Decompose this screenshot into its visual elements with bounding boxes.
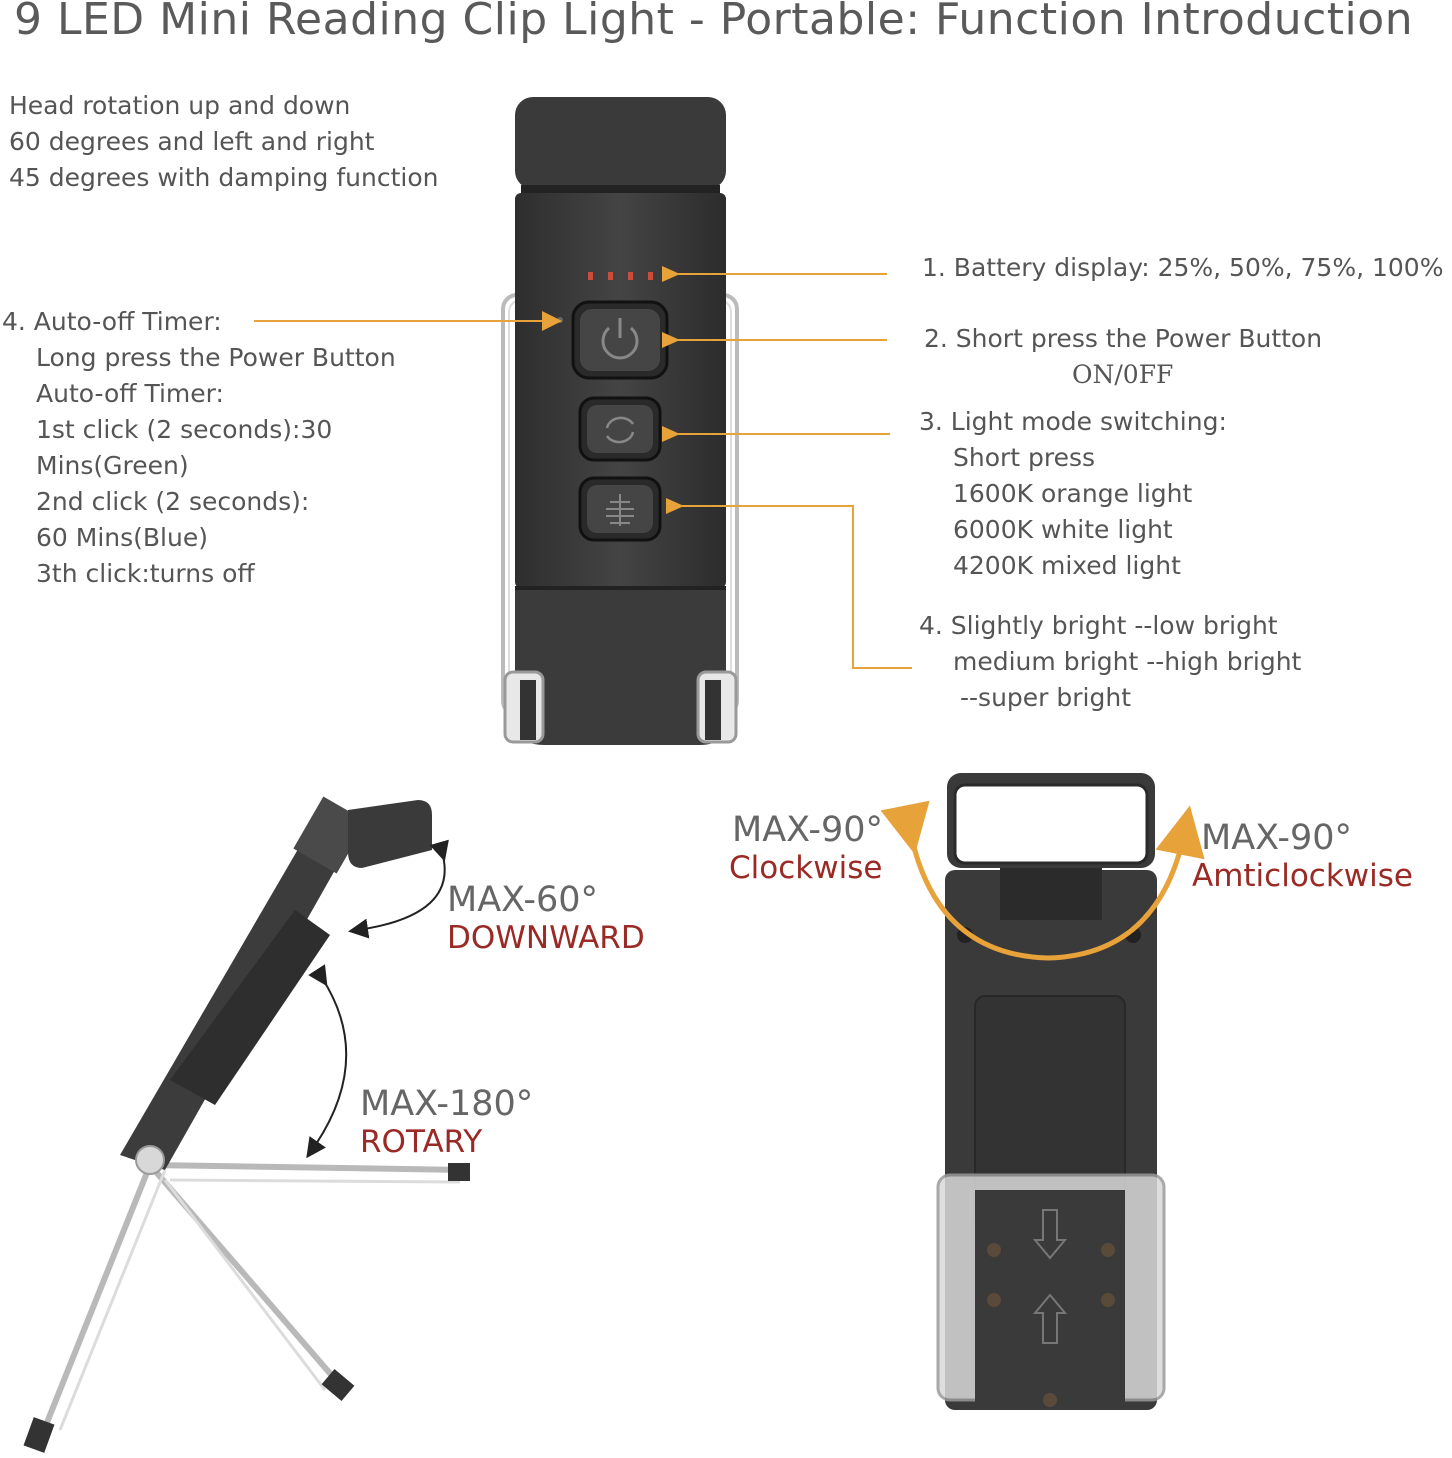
rotary-caption: ROTARY <box>360 1124 483 1160</box>
brightness-text: 4. Slightly bright --low bright medium b… <box>919 608 1301 716</box>
page-title: 9 LED Mini Reading Clip Light - Portable… <box>14 0 1414 45</box>
anticlockwise-caption: Amticlockwise <box>1192 858 1413 894</box>
downward-caption: DOWNWARD <box>447 920 645 956</box>
brightness-icon <box>578 476 662 542</box>
rotary-max: MAX-180° <box>360 1084 534 1124</box>
rotation-arrows <box>306 839 449 1159</box>
mode-line: Short press <box>953 443 1096 472</box>
head-rotation-line: 45 degrees with damping function <box>9 163 439 192</box>
device-side-view <box>23 796 470 1453</box>
timer-line: 3th click:turns off <box>36 559 255 588</box>
mode-line: 6000K white light <box>953 515 1173 544</box>
clockwise-label: MAX-90° Clockwise <box>729 810 883 886</box>
timer-title: 4. Auto-off Timer: <box>2 307 222 336</box>
timer-line: Long press the Power Button <box>36 343 396 372</box>
timer-line: 1st click (2 seconds):30 <box>36 415 333 444</box>
timer-line: 60 Mins(Blue) <box>36 523 208 552</box>
mode-switch-icon <box>578 396 662 462</box>
auto-off-timer-text: 4. Auto-off Timer: Long press the Power … <box>2 304 396 592</box>
anticlockwise-label: MAX-90° Amticlockwise <box>1192 818 1413 894</box>
device-front-view <box>501 97 739 745</box>
timer-line: 2nd click (2 seconds): <box>36 487 310 516</box>
power-button-text: 2. Short press the Power Button ON/0FF <box>924 321 1322 393</box>
downward-max: MAX-60° <box>447 880 599 920</box>
mode-title: 3. Light mode switching: <box>919 407 1227 436</box>
mode-line: 4200K mixed light <box>953 551 1181 580</box>
rotation-arc <box>880 800 1205 961</box>
head-rotation-line: Head rotation up and down <box>9 91 351 120</box>
brightness-line1: 4. Slightly bright --low bright <box>919 611 1278 640</box>
power-line2: ON/0FF <box>1072 360 1174 389</box>
power-line1: 2. Short press the Power Button <box>924 324 1323 353</box>
timer-line: Mins(Green) <box>36 451 189 480</box>
clockwise-caption: Clockwise <box>729 850 883 886</box>
clockwise-max: MAX-90° <box>732 810 884 850</box>
head-rotation-text: Head rotation up and down 60 degrees and… <box>9 88 438 196</box>
leader-lines <box>254 266 912 669</box>
light-mode-text: 3. Light mode switching: Short press 160… <box>919 404 1227 584</box>
head-rotation-line: 60 degrees and left and right <box>9 127 375 156</box>
brightness-line2: medium bright --high bright <box>953 647 1302 676</box>
anticlockwise-max: MAX-90° <box>1201 818 1353 858</box>
battery-display-text: 1. Battery display: 25%, 50%, 75%, 100% <box>922 253 1444 282</box>
timer-line: Auto-off Timer: <box>36 379 224 408</box>
power-icon <box>571 300 669 380</box>
device-back-view <box>936 773 1166 1410</box>
rotary-label: MAX-180° ROTARY <box>360 1084 533 1160</box>
downward-label: MAX-60° DOWNWARD <box>447 880 645 956</box>
mode-line: 1600K orange light <box>953 479 1193 508</box>
brightness-line3: --super bright <box>960 683 1131 712</box>
